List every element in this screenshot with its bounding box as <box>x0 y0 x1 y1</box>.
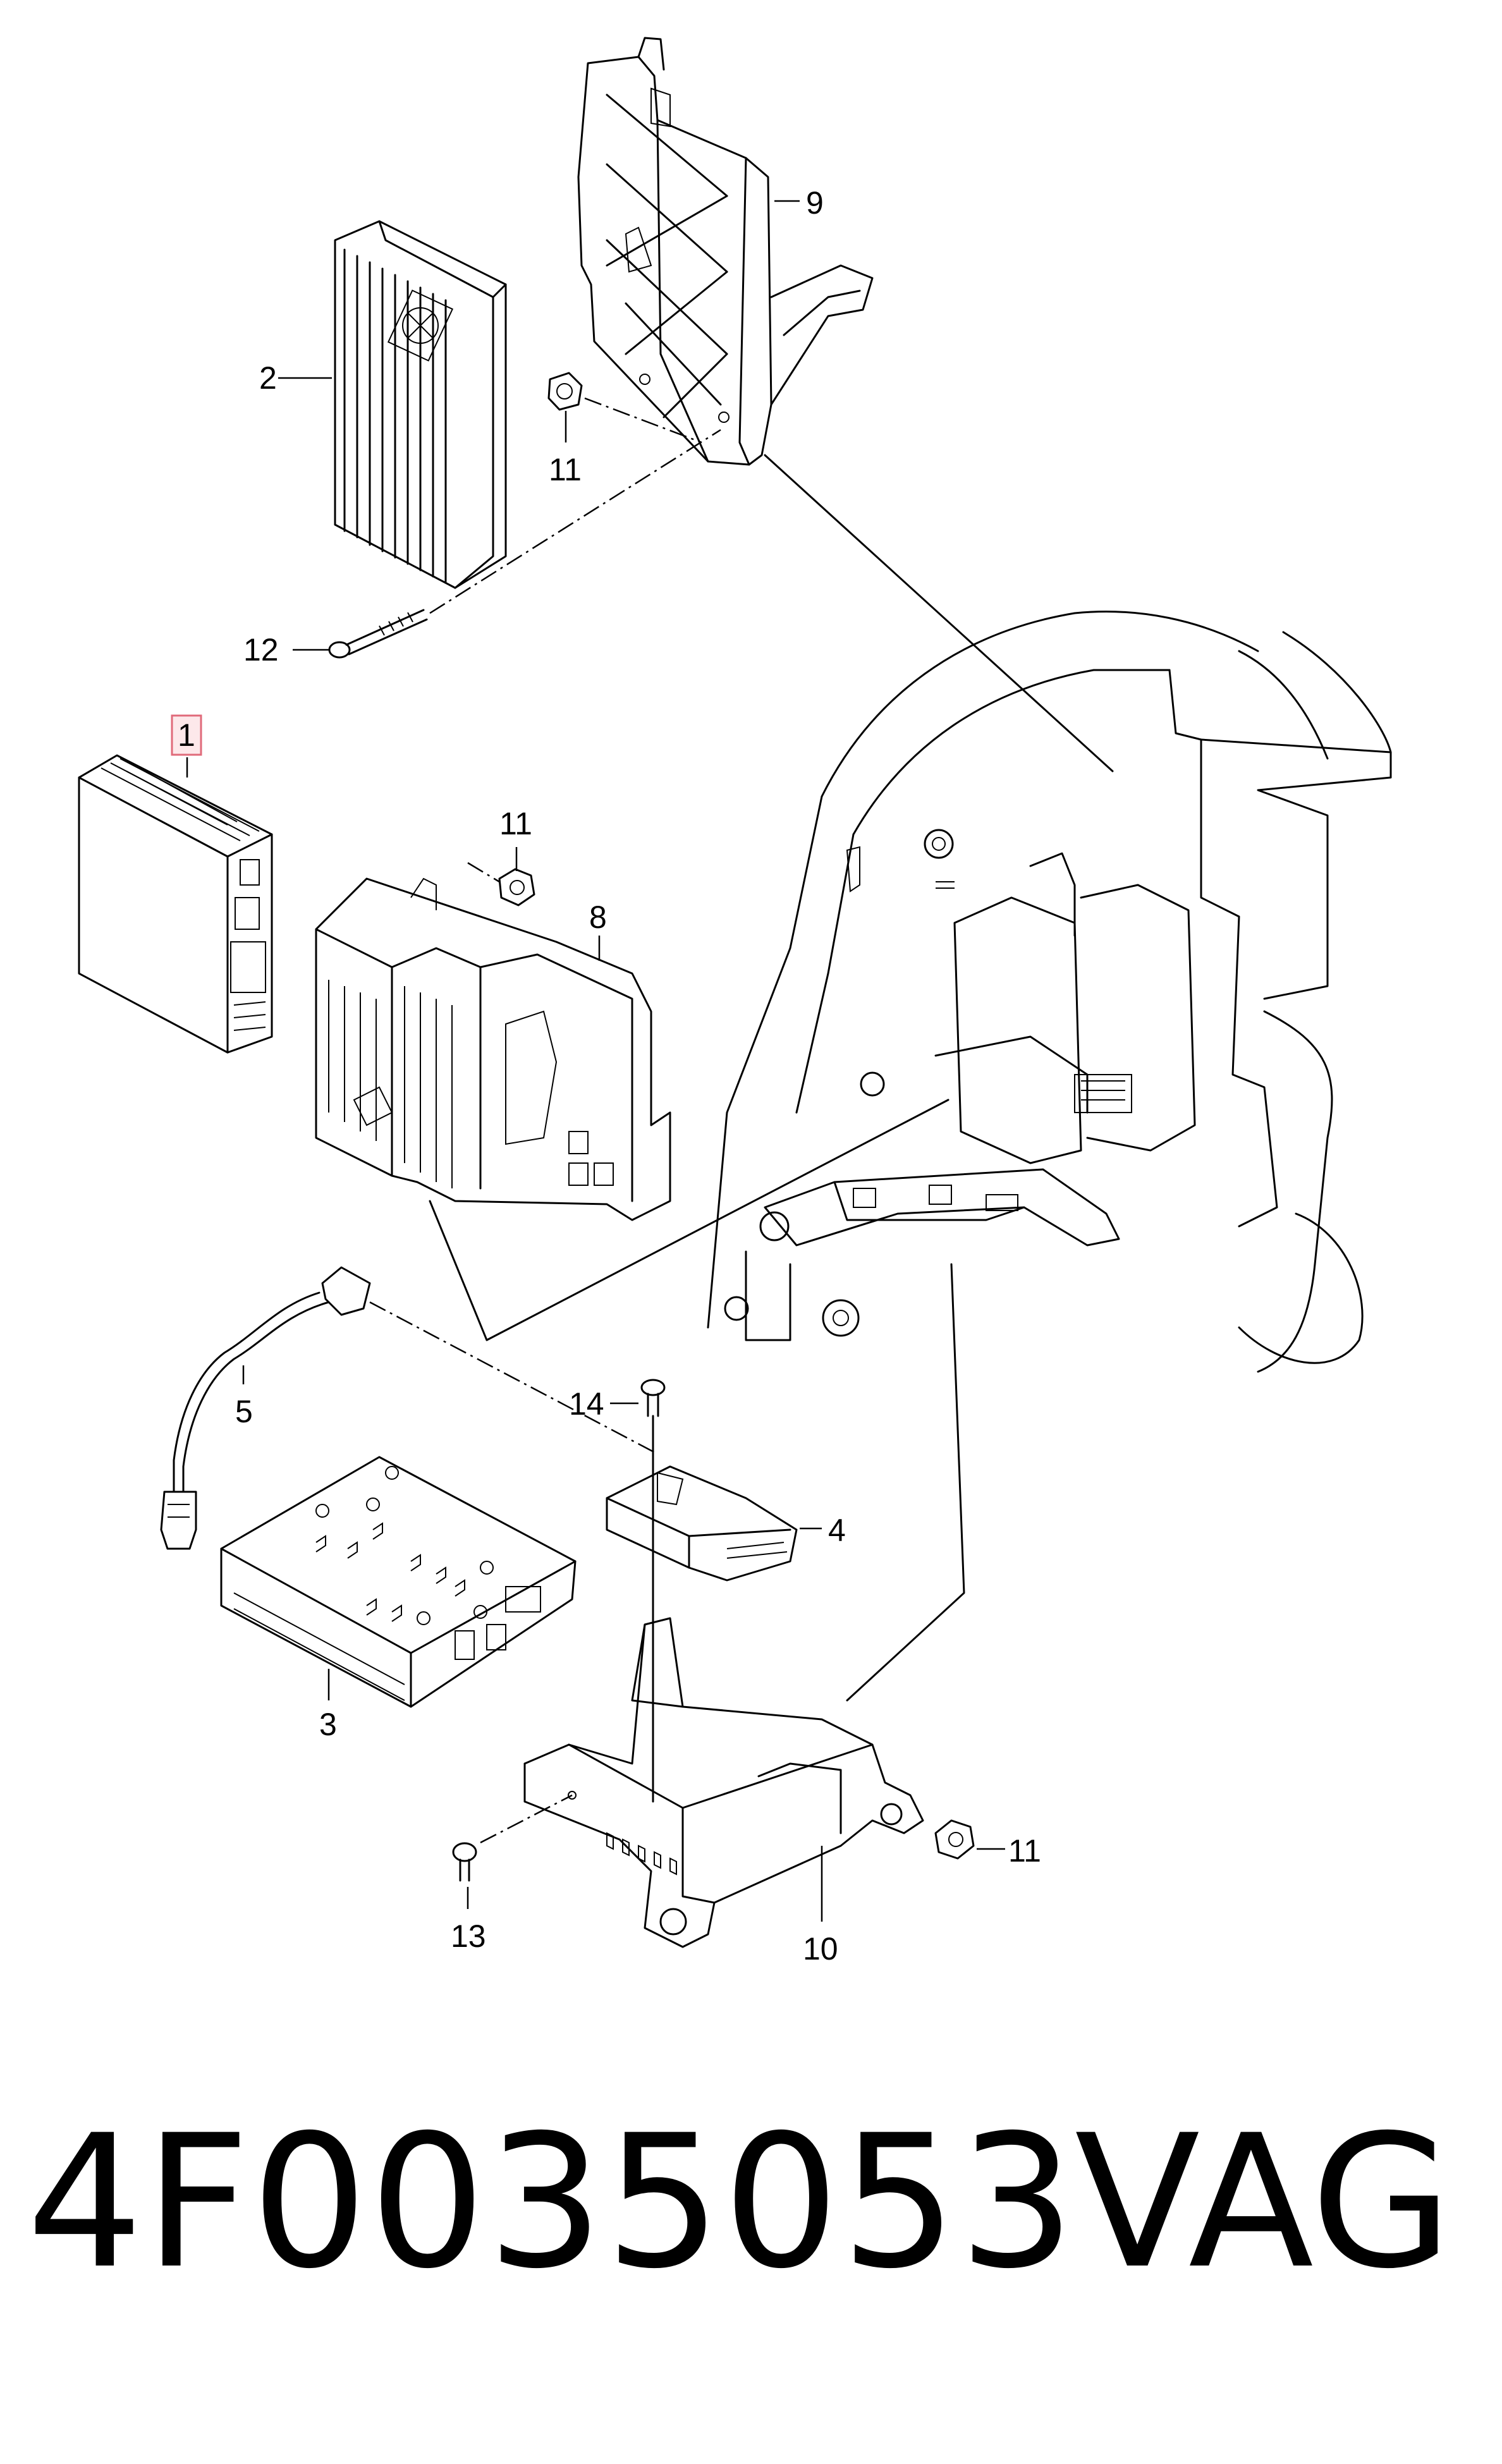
part-11-nut-top <box>547 372 583 411</box>
callout-14: 14 <box>569 1386 604 1422</box>
callout-5: 5 <box>235 1394 253 1429</box>
part-10-tray <box>523 1617 924 1948</box>
part-number-text: 4F0035053 <box>27 2096 1077 2309</box>
callout-13: 13 <box>451 1918 486 1954</box>
guide-line-11-top <box>584 397 702 444</box>
part-12-bolt <box>328 609 428 659</box>
callout-2: 2 <box>259 360 277 396</box>
brand-text: VAG <box>1075 2096 1453 2309</box>
part-2-amplifier <box>334 220 507 589</box>
part-8-module <box>315 877 671 1221</box>
part-5-cable <box>160 1266 371 1550</box>
part-4-module <box>606 1465 798 1582</box>
part-1-control-unit <box>78 754 273 1054</box>
guide-line-5 <box>369 1301 658 1455</box>
connector-line-9 <box>764 454 1114 772</box>
callout-1: 1 <box>178 717 195 753</box>
callout-11-top: 11 <box>549 452 582 487</box>
part-14-screw <box>640 1379 666 1803</box>
part-3-tuner <box>220 1456 577 1708</box>
connector-line-10 <box>846 1263 965 1702</box>
leader-lines <box>186 200 1005 1922</box>
callout-11-mid: 11 <box>499 806 532 841</box>
part-13-screw <box>452 1794 573 1882</box>
callout-11-bottom: 11 <box>1008 1833 1041 1869</box>
callout-3: 3 <box>319 1707 337 1742</box>
callout-12: 12 <box>243 632 279 668</box>
callout-1-highlight <box>171 714 202 756</box>
callout-8: 8 <box>589 900 607 935</box>
callout-10: 10 <box>803 1931 838 1967</box>
part-11-nut-bottom <box>934 1819 975 1860</box>
guide-line-12 <box>429 429 721 614</box>
callout-4: 4 <box>828 1513 846 1548</box>
vehicle-body-outline <box>707 611 1392 1373</box>
part-9-bracket <box>577 37 874 466</box>
callout-labels: 1 2 3 4 5 8 9 10 11 11 11 12 13 14 <box>171 185 1041 1967</box>
callout-9: 9 <box>806 185 824 221</box>
part-11-nut-mid <box>467 862 535 906</box>
connector-line-8 <box>429 1099 949 1341</box>
